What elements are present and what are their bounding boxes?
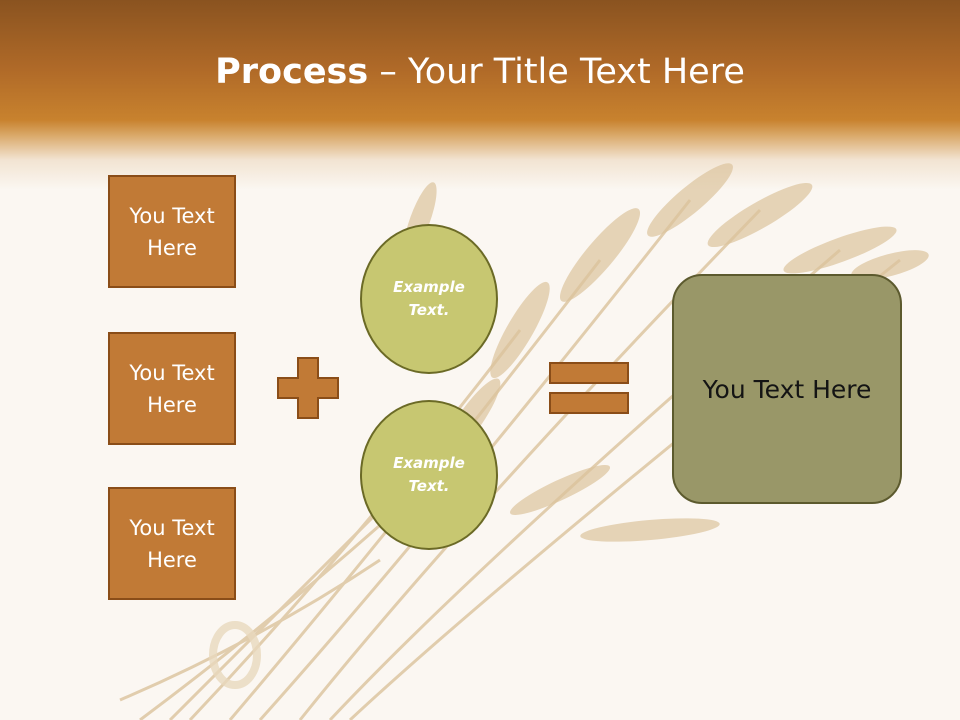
result-box[interactable]: You Text Here [672, 274, 902, 504]
text-box-1[interactable]: You Text Here [108, 175, 236, 288]
text-box-3[interactable]: You Text Here [108, 487, 236, 600]
example-circle-1[interactable]: Example Text. [360, 224, 498, 374]
slide-title: Process – Your Title Text Here [0, 52, 960, 92]
example-circle-2[interactable]: Example Text. [360, 400, 498, 550]
plus-icon [277, 357, 339, 419]
text-box-2[interactable]: You Text Here [108, 332, 236, 445]
title-rest: – Your Title Text Here [368, 52, 745, 92]
title-bold: Process [215, 52, 369, 92]
header-band [0, 0, 960, 190]
equals-icon [549, 362, 629, 414]
